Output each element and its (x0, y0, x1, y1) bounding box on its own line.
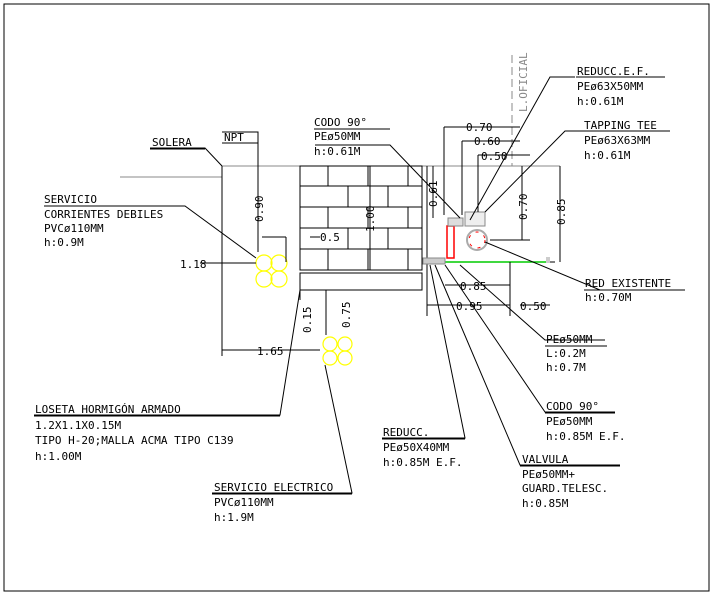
valvula-desc: PEø50MM+ (522, 468, 575, 481)
dim-1-65: 1.65 (257, 345, 284, 358)
drawing-frame (3, 3, 710, 592)
pe50-desc: L:0.2M (546, 347, 586, 360)
dim-0-85-bottom: 0.85 (460, 280, 487, 293)
loseta-title: LOSETA HORMIGÓN ARMADO (35, 403, 181, 416)
codo1-desc: h:0.61M (314, 145, 361, 158)
servicio-desc: CORRIENTES DEBILES (44, 208, 163, 221)
valve (446, 225, 455, 259)
red-existente-title: RED EXISTENTE (585, 277, 671, 290)
reducc-desc: PEø50X40MM (383, 441, 450, 454)
corrientes-debiles-conduits (255, 254, 288, 288)
servicio-desc: h:0.9M (44, 236, 84, 249)
dim-0-90: 0.90 (253, 196, 266, 223)
dimension-values: 0.90 1.18 1.65 0.5 1.00 0.15 0.75 0.61 0… (180, 121, 568, 358)
servicio-desc: PVCø110MM (44, 222, 104, 235)
dim-0-70-right: 0.70 (517, 194, 530, 221)
npt-label: NPT (224, 131, 244, 144)
dim-1-18: 1.18 (180, 258, 207, 271)
concrete-slab (299, 272, 423, 291)
dim-0-60: 0.60 (474, 135, 501, 148)
tapping-tee-desc: h:0.61M (584, 149, 631, 162)
linea-oficial-label: L.OFICIAL (517, 52, 530, 112)
solera-label: SOLERA (152, 136, 192, 149)
dim-0-5: 0.5 (320, 231, 340, 244)
servicio-title: SERVICIO (44, 193, 97, 206)
dim-0-61: 0.61 (427, 181, 440, 208)
reducc-title: REDUCC. (383, 426, 429, 439)
valvula-desc: GUARD.TELESC. (522, 482, 608, 495)
electrico-title: SERVICIO ELECTRICO (214, 481, 333, 494)
codo1-desc: PEø50MM (314, 130, 361, 143)
electrico-desc: h:1.9M (214, 511, 254, 524)
loseta-desc: h:1.00M (35, 450, 82, 463)
dim-0-95: 0.95 (456, 300, 483, 313)
dim-1-00: 1.00 (364, 206, 377, 233)
dim-0-85-right: 0.85 (555, 199, 568, 226)
pe50-desc: h:0.7M (546, 361, 586, 374)
tapping-tee-title: TAPPING TEE (584, 119, 657, 132)
electrico-conduits (322, 336, 353, 366)
electrico-desc: PVCø110MM (214, 496, 274, 509)
pe50-title: PEø50MM (546, 333, 593, 346)
codo1-title: CODO 90° (314, 116, 367, 129)
red-existente-desc: h:0.70M (585, 291, 632, 304)
main-pipe (466, 229, 488, 251)
annotations: SOLERA NPT SERVICIO CORRIENTES DEBILES P… (35, 65, 671, 524)
title-underlines (34, 76, 685, 495)
reducc-ef-desc: PEø63X50MM (577, 80, 644, 93)
dim-0-50-bottom: 0.50 (520, 300, 547, 313)
codo2-title: CODO 90° (546, 400, 599, 413)
loseta-desc: 1.2X1.1X0.15M (35, 419, 121, 432)
dim-0-75: 0.75 (340, 302, 353, 329)
reducc-desc: h:0.85M E.F. (383, 456, 462, 469)
codo2-desc: PEø50MM (546, 415, 593, 428)
brick-chamber (299, 165, 423, 271)
dim-0-50-top: 0.50 (481, 150, 508, 163)
loseta-desc: TIPO H-20;MALLA ACMA TIPO C139 (35, 434, 234, 447)
reducc-ef-desc: h:0.61M (577, 95, 624, 108)
valvula-desc: h:0.85M (522, 497, 569, 510)
codo2-desc: h:0.85M E.F. (546, 430, 625, 443)
reducc-ef-title: REDUCC.E.F. (577, 65, 650, 78)
ground-line (120, 165, 560, 178)
dim-0-70-top: 0.70 (466, 121, 493, 134)
tapping-tee-desc: PEø63X63MM (584, 134, 651, 147)
leader-lines (34, 76, 685, 494)
dimension-lines (200, 126, 561, 351)
gas-network (422, 211, 550, 265)
dim-0-15: 0.15 (301, 307, 314, 334)
trench-outline (221, 166, 428, 356)
valvula-title: VALVULA (522, 453, 569, 466)
